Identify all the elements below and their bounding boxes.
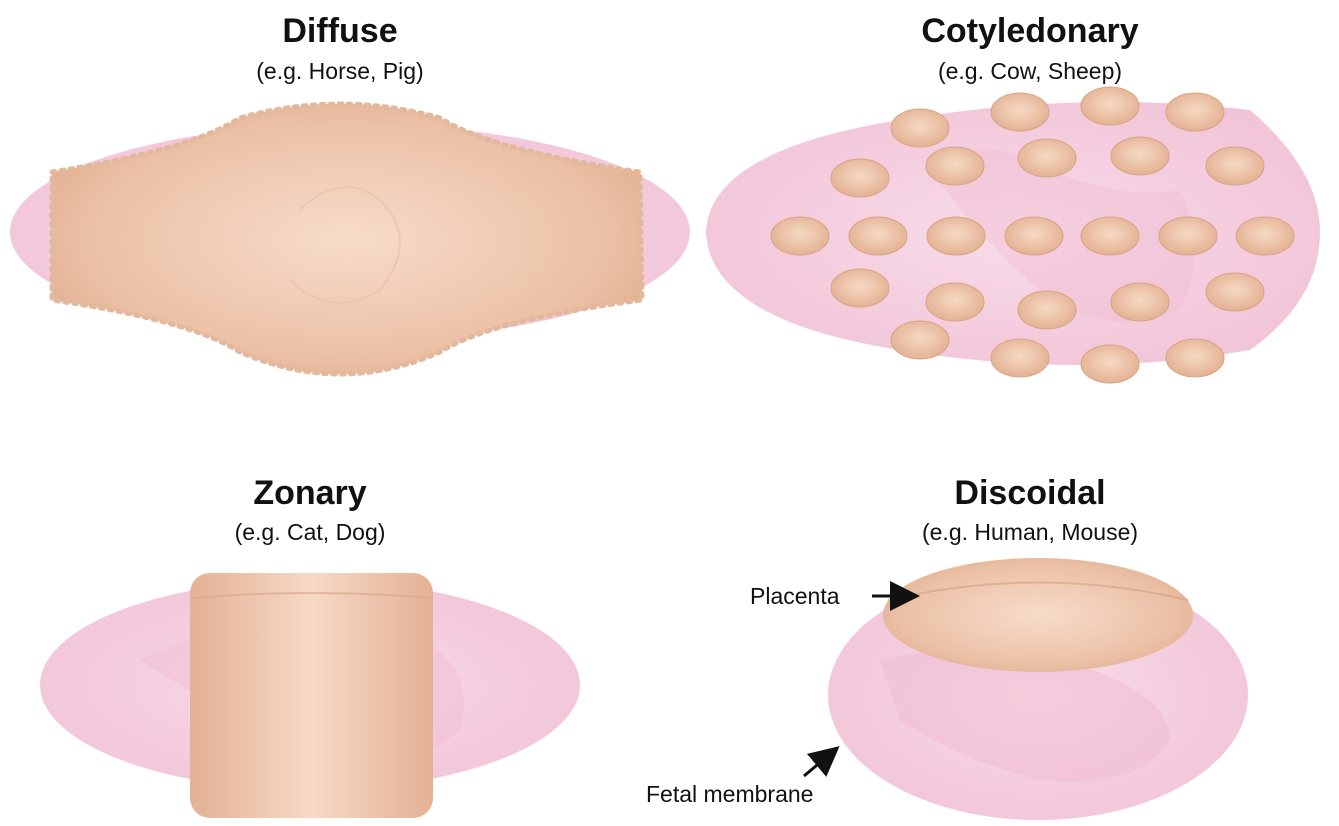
cotyledon bbox=[891, 321, 949, 359]
diffuse-diagram bbox=[10, 104, 690, 374]
cotyledon bbox=[1081, 345, 1139, 383]
cotyledon bbox=[1081, 217, 1139, 255]
fetal-membrane-arrow bbox=[804, 750, 835, 776]
cotyledon bbox=[991, 339, 1049, 377]
cotyledon bbox=[831, 269, 889, 307]
cotyledon bbox=[771, 217, 829, 255]
cotyledonary-diagram bbox=[706, 87, 1320, 383]
cotyledon bbox=[1005, 217, 1063, 255]
cotyledon bbox=[1206, 273, 1264, 311]
cotyledon bbox=[1018, 139, 1076, 177]
cotyledon bbox=[891, 109, 949, 147]
cotyledon bbox=[927, 217, 985, 255]
cotyledon bbox=[1236, 217, 1294, 255]
cotyledon bbox=[1081, 87, 1139, 125]
cotyledon bbox=[1111, 137, 1169, 175]
zonary-diagram bbox=[40, 573, 580, 818]
cotyledon bbox=[926, 283, 984, 321]
cotyledon bbox=[1111, 283, 1169, 321]
cotyledon bbox=[991, 93, 1049, 131]
cotyledon bbox=[849, 217, 907, 255]
cotyledon bbox=[1206, 147, 1264, 185]
cotyledon bbox=[1018, 291, 1076, 329]
cotyledon bbox=[1159, 217, 1217, 255]
cotyledon bbox=[1166, 339, 1224, 377]
cotyledon bbox=[1166, 93, 1224, 131]
discoidal-placenta bbox=[883, 558, 1193, 672]
zonary-placenta bbox=[190, 573, 433, 818]
diffuse-placenta bbox=[52, 104, 642, 374]
cotyledon bbox=[926, 147, 984, 185]
discoidal-diagram bbox=[804, 558, 1248, 820]
cotyledon bbox=[831, 159, 889, 197]
